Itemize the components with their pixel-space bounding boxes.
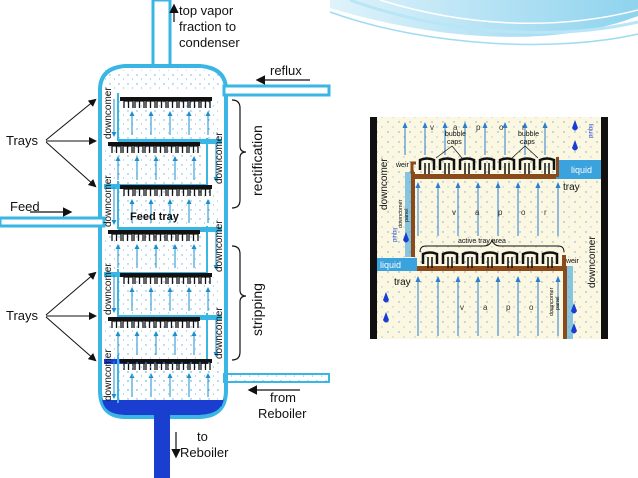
- column-labels: top vapor fraction to condenser reflux F…: [6, 3, 310, 460]
- feed-label: Feed: [10, 199, 40, 214]
- vapor-letter: o: [521, 208, 526, 217]
- bubble-cap: [518, 157, 536, 174]
- reboiler-return-label-line2: Reboiler: [258, 406, 307, 421]
- vapor-letter: v: [460, 303, 464, 312]
- vapor-letter: p: [476, 123, 481, 132]
- downcomer-label: downcomer: [103, 263, 114, 315]
- liquid-side-left: liquid: [391, 228, 397, 242]
- vapor-letter: o: [499, 123, 504, 132]
- column-tray: downcomer: [103, 175, 222, 232]
- vapor-letter: r: [552, 303, 555, 312]
- liquid-label-lower: liquid: [380, 260, 401, 270]
- downcomer-label: downcomer: [103, 349, 114, 401]
- downcomer-label: downcomer: [214, 307, 225, 359]
- downcomer-label: downcomer: [103, 175, 114, 227]
- trays-label-upper: Trays: [6, 133, 39, 148]
- top-vapor-label-line2: fraction to: [179, 19, 236, 34]
- bubble-cap: [461, 251, 479, 268]
- vapor-letter: v: [452, 208, 456, 217]
- vapor-letter: v: [430, 123, 434, 132]
- active-tray-area-label: active tray area: [458, 238, 506, 245]
- reflux-pipe: [222, 84, 331, 97]
- bottom-outlet-label-line1: to: [197, 429, 208, 444]
- bubble-cap: [541, 251, 559, 268]
- downcomer-panel-1: downcomer: [398, 199, 404, 228]
- tray-detail-labels: downcomer downcomer bubble caps bubble c…: [379, 123, 598, 316]
- bubble-cap: [418, 157, 436, 174]
- bubble-cap: [521, 251, 539, 268]
- column-tray: downcomer: [104, 132, 225, 189]
- bubble-caps-right-2: caps: [520, 139, 535, 146]
- vapor-letter: a: [483, 303, 488, 312]
- downcomer-label: downcomer: [214, 132, 225, 184]
- bubble-cap: [438, 157, 456, 174]
- downcomer-panel-lower-2: panel: [555, 297, 561, 310]
- reboiler-return-pipe: [223, 373, 330, 383]
- upper-liquid-pool: [556, 160, 601, 179]
- bubble-cap: [498, 157, 516, 174]
- vapor-letter: p: [498, 208, 503, 217]
- distillation-column-diagram: downcomer downcomer downcomer downcomer down…: [0, 0, 331, 478]
- bubble-cap: [421, 251, 439, 268]
- decorative-swoosh: [329, 0, 638, 46]
- downcomer-label: downcomer: [214, 220, 225, 272]
- bubble-caps-right-1: bubble: [518, 131, 539, 138]
- lower-liquid-pool: [377, 258, 417, 271]
- vapor-letter: p: [506, 303, 511, 312]
- column-tray: downcomer: [103, 87, 222, 144]
- bubble-cap: [441, 251, 459, 268]
- bubble-cap: [478, 157, 496, 174]
- downcomer-panel-2: panel: [404, 209, 410, 222]
- reflux-label: reflux: [270, 63, 302, 78]
- feed-pipe: [0, 216, 106, 228]
- bubble-caps-left-1: bubble: [445, 131, 466, 138]
- feed-tray-label: Feed tray: [130, 211, 180, 223]
- bubble-caps-left-2: caps: [447, 139, 462, 146]
- vapor-letter: a: [475, 208, 480, 217]
- bubble-cap: [481, 251, 499, 268]
- stripping-label: stripping: [249, 283, 265, 336]
- vapor-letter: r: [544, 208, 547, 217]
- top-vapor-label-line1: top vapor: [179, 3, 234, 18]
- bubble-cap: [458, 157, 476, 174]
- weir-label-lower: weir: [565, 258, 580, 265]
- vapor-letter: a: [453, 123, 458, 132]
- vapor-letter: r: [522, 123, 525, 132]
- tray-label-lower: tray: [394, 277, 411, 288]
- top-vapor-label-line3: condenser: [179, 35, 240, 50]
- trays-label-lower: Trays: [6, 308, 39, 323]
- weir-label-upper: weir: [395, 162, 410, 169]
- downcomer-panel-lower-1: downcomer: [549, 287, 555, 316]
- top-vapor-pipe: [151, 0, 172, 68]
- vapor-letter: o: [529, 303, 534, 312]
- liquid-side-right: liquid: [587, 124, 593, 138]
- tray-label-upper: tray: [563, 182, 580, 193]
- bottom-outlet-pipe: [154, 410, 170, 478]
- bubble-cap: [501, 251, 519, 268]
- detail-downcomer-left: downcomer: [379, 158, 390, 210]
- detail-downcomer-right: downcomer: [587, 236, 598, 288]
- downcomer-label: downcomer: [103, 87, 114, 139]
- bottom-outlet-label-line2: Reboiler: [180, 445, 229, 460]
- bubble-cap: [538, 157, 556, 174]
- tray-detail-diagram: [370, 117, 608, 339]
- liquid-label-upper: liquid: [571, 165, 592, 175]
- reboiler-return-label-line1: from: [270, 390, 296, 405]
- rectification-label: rectification: [249, 125, 265, 196]
